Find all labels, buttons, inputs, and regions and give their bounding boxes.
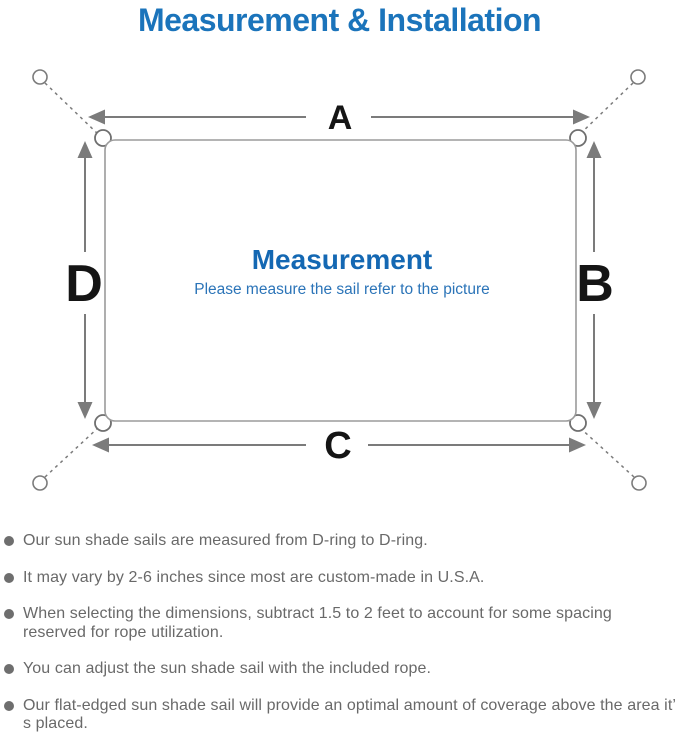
anchor-points xyxy=(32,69,647,491)
note-item: You can adjust the sun shade sail with t… xyxy=(4,660,677,679)
anchor-point-icon xyxy=(631,475,647,491)
arrowhead-right-icon xyxy=(569,437,586,453)
bullet-icon xyxy=(4,572,14,583)
label-side-b: B xyxy=(576,255,614,313)
bullet-icon xyxy=(4,609,14,619)
arrowhead-left-icon xyxy=(88,109,105,125)
anchor-point-icon xyxy=(630,69,646,85)
note-item: Our flat-edged sun shade sail will provi… xyxy=(4,697,677,734)
note-item: It may vary by 2-6 inches since most are… xyxy=(4,569,677,588)
d-ring-icon xyxy=(94,414,112,432)
arrowhead-right-icon xyxy=(573,109,590,125)
diagram-heading: Measurement xyxy=(252,244,433,275)
label-side-d: D xyxy=(65,255,103,313)
bullet-icon xyxy=(4,536,14,546)
note-text: Our flat-edged sun shade sail will provi… xyxy=(23,696,676,733)
bullet-icon xyxy=(4,700,14,711)
note-text: It may vary by 2-6 inches since most are… xyxy=(23,568,485,586)
bullet-icon xyxy=(4,664,14,674)
d-rings xyxy=(94,129,587,432)
note-item: Our sun shade sails are measured from D-… xyxy=(4,532,677,551)
label-side-c: C xyxy=(324,425,351,467)
arrowhead-down-icon xyxy=(586,402,602,419)
anchor-point-icon xyxy=(32,475,48,491)
diagram-subtitle: Please measure the sail refer to the pic… xyxy=(194,281,490,298)
d-ring-icon xyxy=(94,129,112,147)
arrowhead-up-icon xyxy=(586,141,602,158)
tension-line-bottom-right xyxy=(577,425,635,478)
arrowhead-down-icon xyxy=(77,402,93,419)
note-text: Our sun shade sails are measured from D-… xyxy=(23,532,428,549)
d-ring-icon xyxy=(569,414,587,432)
d-ring-icon xyxy=(569,129,587,147)
note-item: When selecting the dimensions, subtract … xyxy=(4,605,677,642)
note-text: When selecting the dimensions, subtract … xyxy=(23,605,612,641)
dimension-arrows xyxy=(84,116,595,446)
notes-list: Our sun shade sails are measured from D-… xyxy=(4,532,677,734)
tension-lines xyxy=(44,82,635,478)
measurement-diagram: A B C D Measurement Please measure the s… xyxy=(32,69,647,491)
tension-line-bottom-left xyxy=(44,425,101,478)
page-title: Measurement & Installation xyxy=(137,2,542,38)
arrowhead-left-icon xyxy=(92,437,109,453)
sail-outline xyxy=(104,139,577,422)
arrowheads xyxy=(77,109,602,453)
tension-line-top-left xyxy=(44,82,101,137)
label-side-a: A xyxy=(328,99,353,137)
note-text: You can adjust the sun shade sail with t… xyxy=(23,660,432,677)
tension-line-top-right xyxy=(577,82,634,137)
anchor-point-icon xyxy=(32,69,48,85)
arrowhead-up-icon xyxy=(77,141,93,158)
